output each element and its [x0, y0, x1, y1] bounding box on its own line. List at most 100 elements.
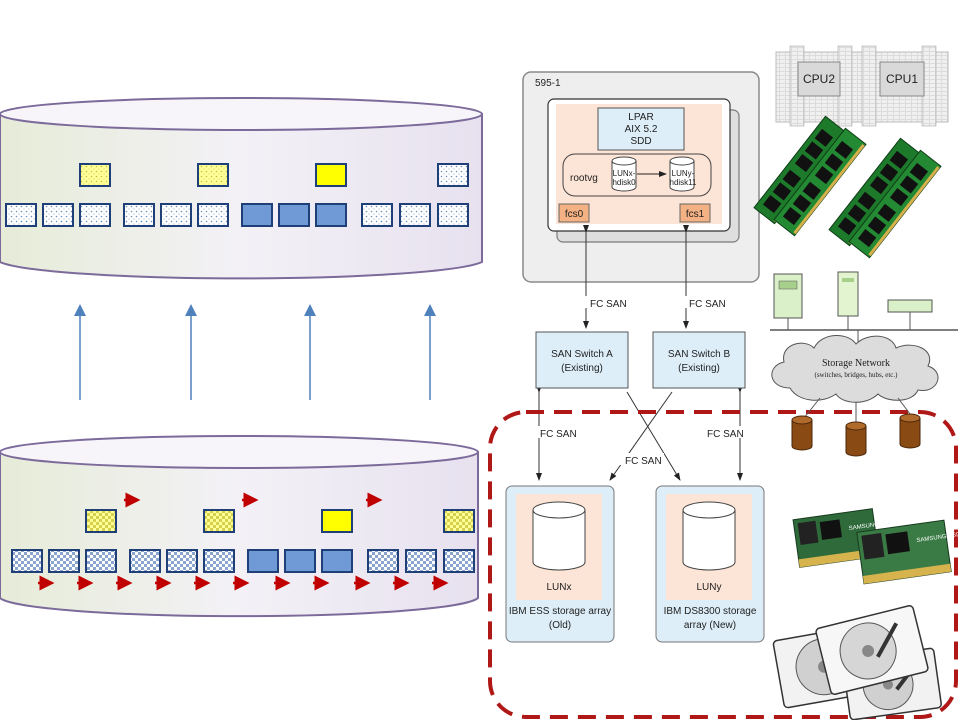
- san-switch-a: SAN Switch A (Existing): [535, 331, 629, 389]
- top-block: [5, 203, 37, 227]
- new-storage-array: LUNy IBM DS8300 storage array (New): [655, 485, 765, 643]
- storage-migration-outline: [488, 410, 958, 719]
- switch-b-name: SAN Switch B: [668, 349, 731, 360]
- fc-san-label: FC SAN: [689, 299, 726, 310]
- lpar-label: LPAR: [628, 112, 653, 123]
- cpu2-label: CPU2: [803, 72, 835, 86]
- rootvg-label: rootvg: [570, 173, 598, 184]
- server-tower-icon: [773, 273, 803, 319]
- bottom-block-upper: [321, 509, 353, 533]
- aix-label: AIX 5.2: [625, 124, 658, 135]
- cpu-modules-image: CPU2 CPU1: [775, 45, 949, 127]
- top-block: [241, 203, 273, 227]
- fc-san-label: FC SAN: [625, 456, 662, 467]
- bottom-cylinder-body: [0, 451, 479, 618]
- ssd-card: SAMSUNG SSD: [856, 519, 960, 585]
- old-array-status: (Old): [549, 620, 571, 631]
- cpu-slot: [861, 45, 877, 127]
- link-switch-b-old: [609, 391, 673, 481]
- top-block: [79, 203, 111, 227]
- bottom-block: [203, 549, 235, 573]
- ram-stick: [773, 127, 867, 237]
- top-block: [437, 203, 469, 227]
- disk-drum-icon: [845, 421, 867, 457]
- luny-hdisk-icon: [669, 156, 695, 192]
- network-title: Storage Network: [822, 358, 890, 369]
- link-switch-a-new: [626, 391, 681, 481]
- migration-up-arrows: [74, 304, 436, 400]
- lunx-label-2: hdisk0: [612, 178, 636, 187]
- top-cylinder-lid: [0, 97, 483, 131]
- top-block: [315, 203, 347, 227]
- cpu1-label: CPU1: [886, 72, 918, 86]
- bottom-block-upper: [85, 509, 117, 533]
- top-block: [197, 203, 229, 227]
- bottom-cylinder-lid: [0, 435, 479, 469]
- bottom-block: [85, 549, 117, 573]
- hard-disk-icon: [815, 605, 929, 695]
- top-block: [123, 203, 155, 227]
- bottom-block: [48, 549, 80, 573]
- fcs1-port: [679, 203, 711, 223]
- old-lun-disk-icon: [532, 501, 586, 571]
- bottom-block: [405, 549, 437, 573]
- lunx-label-1: LUNx-: [613, 169, 636, 178]
- old-array-name: IBM ESS storage array: [509, 606, 611, 617]
- top-block-upper: [437, 163, 469, 187]
- server-name: 595-1: [535, 78, 561, 89]
- ssd-card: SAMSUNG SSD: [792, 508, 894, 568]
- bottom-block: [11, 549, 43, 573]
- lunx-hdisk-icon: [611, 156, 637, 192]
- ssd-cards-image: SAMSUNG SSD SAMSUNG SSD: [792, 508, 960, 585]
- bottom-block: [166, 549, 198, 573]
- storage-network-image: Storage Network (switches, bridges, hubs…: [770, 271, 958, 457]
- bottom-block: [129, 549, 161, 573]
- fc-san-label: FC SAN: [707, 429, 744, 440]
- bottom-block: [284, 549, 316, 573]
- ram-stick: [848, 149, 942, 259]
- server-595-1: 595-1 LPAR AIX 5.2 SDD rootvg LUNx- hdis…: [522, 71, 760, 283]
- new-array-status: array (New): [684, 620, 736, 631]
- fc-san-label: FC SAN: [590, 299, 627, 310]
- new-lun-disk-icon: [682, 501, 736, 571]
- san-switch-b: SAN Switch B (Existing): [652, 331, 746, 389]
- network-subtitle: (switches, bridges, hubs, etc.): [814, 371, 898, 379]
- top-block: [42, 203, 74, 227]
- switch-a-name: SAN Switch A: [551, 349, 613, 360]
- switch-a-status: (Existing): [561, 363, 603, 374]
- network-device-icon: [887, 299, 933, 313]
- bottom-block: [443, 549, 475, 573]
- switch-b-box: [652, 331, 746, 389]
- bottom-block-upper: [203, 509, 235, 533]
- network-cloud-icon: [771, 335, 939, 403]
- new-lun-label: LUNy: [696, 582, 721, 593]
- top-cylinder-body: [0, 113, 483, 280]
- fcs0-port: [558, 203, 590, 223]
- top-block-upper: [315, 163, 347, 187]
- top-block-upper: [197, 163, 229, 187]
- bottom-block: [321, 549, 353, 573]
- fcs1-label: fcs1: [686, 209, 705, 220]
- bottom-block: [247, 549, 279, 573]
- top-block: [160, 203, 192, 227]
- ram-modules-image: [753, 115, 942, 259]
- fcs0-label: fcs0: [565, 209, 584, 220]
- top-block-upper: [79, 163, 111, 187]
- luny-label-1: LUNy-: [672, 169, 695, 178]
- top-block: [278, 203, 310, 227]
- cpu1-chip: [879, 61, 925, 97]
- old-storage-array: LUNx IBM ESS storage array (Old): [505, 485, 615, 643]
- disk-drum-icon: [899, 413, 921, 449]
- top-block: [399, 203, 431, 227]
- bottom-block: [367, 549, 399, 573]
- sdd-label: SDD: [630, 136, 651, 147]
- bottom-block-upper: [443, 509, 475, 533]
- disk-drum-icon: [791, 415, 813, 451]
- fc-san-label: FC SAN: [540, 429, 577, 440]
- luny-label-2: hdisk11: [670, 178, 698, 187]
- lpar-box: [597, 107, 685, 151]
- switch-b-status: (Existing): [678, 363, 720, 374]
- bottom-storage-cylinder: [0, 435, 479, 618]
- old-lun-label: LUNx: [546, 582, 571, 593]
